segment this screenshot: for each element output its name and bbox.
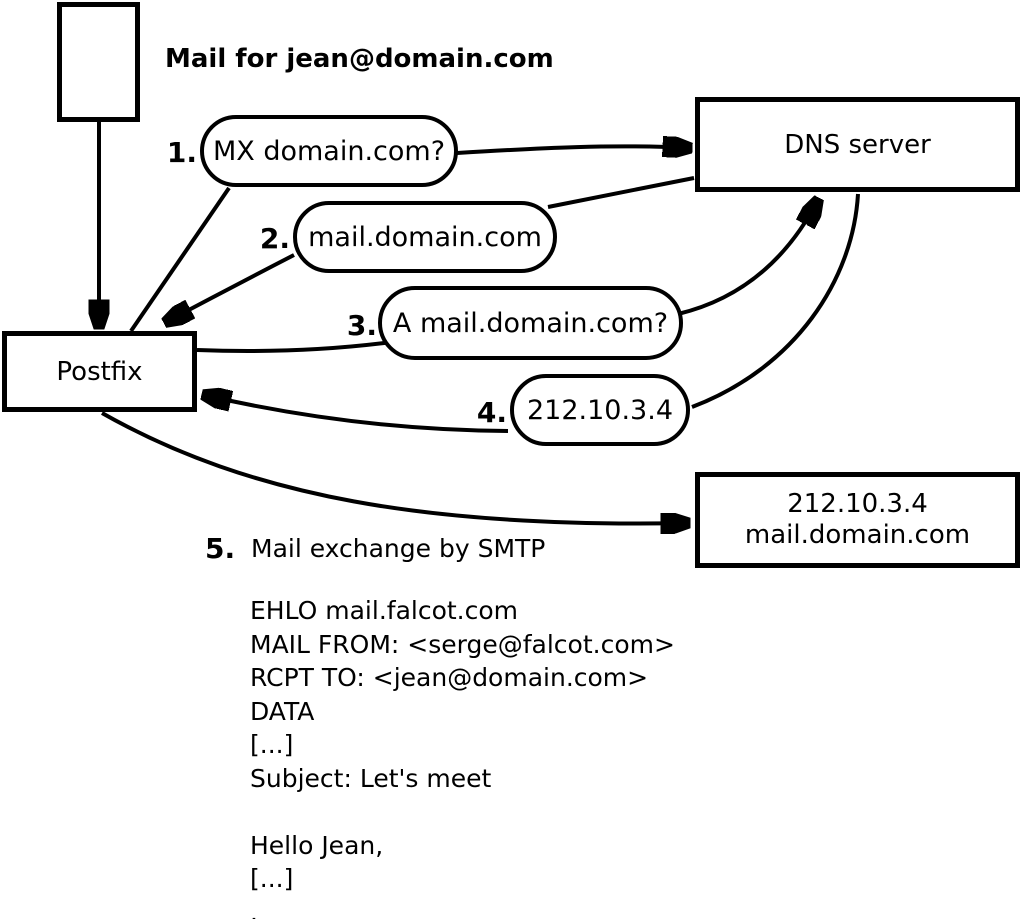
- diagram-caption: Mail for jean@domain.com: [165, 44, 554, 74]
- smtp-line: Hello Jean,: [250, 830, 384, 860]
- dns-server-label: DNS server: [784, 129, 931, 160]
- line-postfix-to-query1: [129, 186, 231, 333]
- smtp-line: MAIL FROM: <serge@falcot.com>: [250, 629, 675, 659]
- arrow-reply2-to-postfix: [166, 253, 295, 322]
- smtp-line: Subject: Let's meet: [250, 763, 492, 793]
- arrow-postfix-to-mailserver: [101, 411, 688, 524]
- smtp-line: [250, 795, 675, 829]
- smtp-line: RCPT TO: <jean@domain.com>: [250, 663, 649, 692]
- line-postfix-to-query3: [196, 340, 393, 353]
- smtp-line: EHLO mail.falcot.com: [250, 596, 519, 625]
- arrow-query3-to-dns: [677, 200, 818, 316]
- mail-server-hostname: mail.domain.com: [744, 520, 971, 550]
- arrow-reply4-to-postfix: [204, 395, 509, 433]
- step-1-number: 1.: [166, 136, 197, 169]
- smtp-line: DATA: [250, 696, 315, 726]
- step-5-label: Mail exchange by SMTP: [251, 534, 546, 563]
- query-3-pill: A mail.domain.com?: [378, 286, 683, 360]
- line-dns-to-reply4: [691, 193, 860, 409]
- smtp-line: [...]: [250, 864, 294, 893]
- line-dns-to-reply2: [547, 176, 695, 209]
- step-4-number: 4.: [476, 396, 507, 429]
- postfix-label: Postfix: [56, 356, 143, 387]
- smtp-line: .: [250, 897, 258, 919]
- mail-server-ip: 212.10.3.4: [787, 489, 928, 519]
- reply-4-pill: 212.10.3.4: [510, 374, 690, 446]
- smtp-line: [...]: [250, 730, 294, 759]
- query-1-pill: MX domain.com?: [200, 115, 458, 187]
- reply-2-pill: mail.domain.com: [293, 201, 557, 273]
- arrow-query1-to-dns: [456, 146, 690, 153]
- step-3-number: 3.: [346, 309, 377, 342]
- step-5-number: 5.: [205, 532, 236, 565]
- mail-envelope-node: [57, 2, 140, 122]
- postfix-node: Postfix: [2, 331, 197, 412]
- step-2-number: 2.: [259, 222, 290, 255]
- smtp-transcript: EHLO mail.falcot.com MAIL FROM: <serge@f…: [250, 594, 675, 919]
- mail-server-node: 212.10.3.4 mail.domain.com: [695, 472, 1020, 568]
- dns-server-node: DNS server: [695, 97, 1020, 192]
